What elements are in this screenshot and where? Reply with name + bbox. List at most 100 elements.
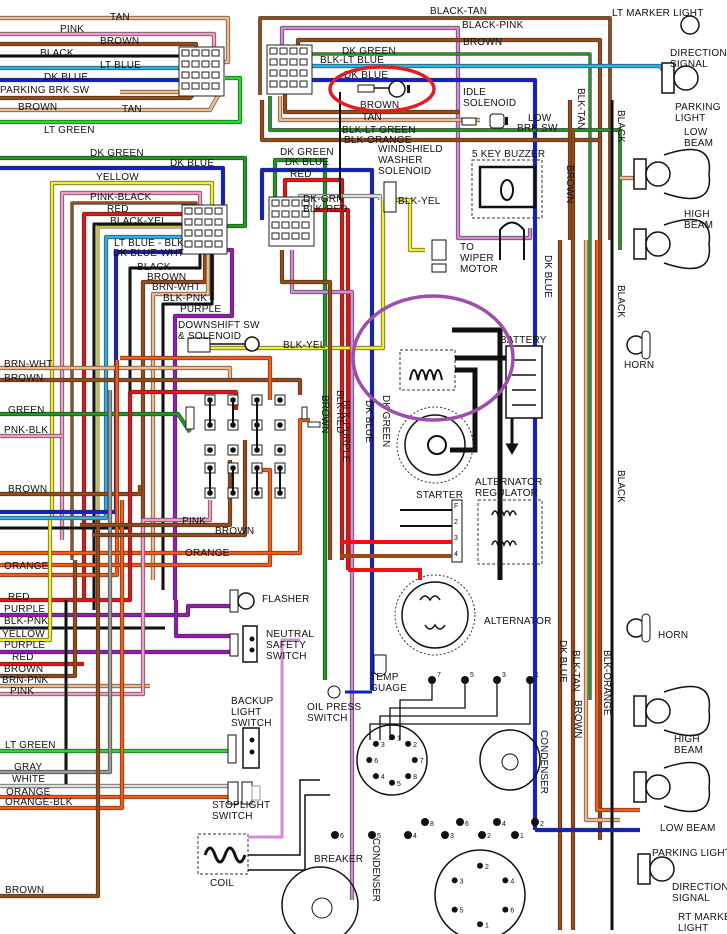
wire-label: DK GREEN <box>280 147 334 158</box>
terminal-post <box>421 818 429 826</box>
bulkhead-connector-1-pin <box>181 60 190 68</box>
distributor-cap-2-pin <box>451 906 458 913</box>
bulkhead-connector-3-pin <box>214 218 223 226</box>
stoplight-plug <box>227 781 239 805</box>
distributor-cap-2-pin <box>502 877 509 884</box>
component-label-idle-solenoid: SOLENOID <box>463 98 516 109</box>
bulkhead-connector-4-pin <box>301 221 310 229</box>
regulator-coil-1 <box>491 510 517 518</box>
wire-orange-1 <box>0 360 119 577</box>
distributor-cap-2-pin-label: 4 <box>510 878 514 885</box>
wire-label: DK GREEN <box>90 148 144 159</box>
bulkhead-connector-1-pin <box>191 82 200 90</box>
wire-purple-1 <box>173 248 234 600</box>
component-label-stoplight: SWITCH <box>212 811 253 822</box>
wire-black-yel-stripe <box>97 226 186 612</box>
distributor-cap-2-pin-label: 3 <box>460 878 464 885</box>
wire-label: BLACK <box>40 48 74 59</box>
wire-label: LT GREEN <box>44 125 95 136</box>
distributor-cap-1-pin <box>405 773 412 780</box>
buzzer-coil <box>500 179 514 201</box>
wire-label-vertical: BROWN <box>564 165 575 203</box>
component-label-neutral-safety: SWITCH <box>266 651 307 662</box>
wire-ltblue-blk <box>0 235 186 520</box>
wire-label: LOW <box>528 113 552 124</box>
wire-dkblue-3 <box>260 168 374 690</box>
wire-tan-3 <box>278 96 480 122</box>
bulkhead-connector-4-pin <box>301 199 310 207</box>
wire-dkgreen-2 <box>273 158 327 680</box>
bulkhead-connector-3-pin <box>194 207 203 215</box>
wire-blk-purple <box>290 250 354 900</box>
distributor-cap-2-pin-label: 6 <box>510 908 514 915</box>
regulator-coil-2 <box>491 540 517 548</box>
terminal-label: 3 <box>450 833 454 840</box>
alternator-red-wire <box>348 568 422 580</box>
lt-low-beam <box>633 148 711 200</box>
buzzer-frame <box>478 165 537 209</box>
wire-label: WHITE <box>12 774 45 785</box>
bulkhead-connector-4-pin <box>281 221 290 229</box>
wire-label: RED <box>8 592 30 603</box>
wire-label: BROWN <box>463 37 502 48</box>
wire-label-vertical: BROWN <box>572 700 583 738</box>
bulkhead-connector-4-pin <box>271 210 280 218</box>
bulkhead-connector-1-pin <box>181 71 190 79</box>
idle-solenoid <box>339 80 410 200</box>
wire-label-vertical: BLK-PURPLE <box>340 400 351 463</box>
alternator <box>348 568 476 656</box>
bulkhead-connector-1-pin <box>211 82 220 90</box>
wire-purple-4 <box>174 600 230 638</box>
wire-label: TAN <box>110 12 130 23</box>
regulator-outline <box>477 499 543 565</box>
wire-label: DK BLUE-WHT <box>113 248 184 259</box>
component-label-lt-marker: LT MARKER LIGHT <box>612 8 704 19</box>
wire-label: RED <box>290 169 312 180</box>
breaker-plate <box>281 866 359 934</box>
oil-press-switch <box>327 685 341 699</box>
rt-high-beam-bulb <box>645 698 671 724</box>
component-label-rt-marker: RT MARKER <box>678 912 727 923</box>
component-label-neutral-safety: NEUTRAL <box>266 629 314 640</box>
fuse-terminal-dot <box>277 422 283 428</box>
wire-ltgreen-1 <box>0 76 242 124</box>
stoplight-switch <box>227 781 261 805</box>
fuse-terminal-dot <box>230 447 236 453</box>
terminal-post <box>478 831 486 839</box>
alternator-outline <box>394 574 476 656</box>
component-label-neutral-safety: SAFETY <box>266 640 306 651</box>
rt-parking-light-bulb <box>649 856 675 882</box>
distributor-cap-1-pin <box>372 740 379 747</box>
downshift-solenoid <box>187 336 260 353</box>
low-brake-switch <box>461 113 508 129</box>
lt-high-beam-bulb <box>645 231 671 257</box>
wire-label-vertical: BLK-TAN <box>570 650 581 692</box>
horn <box>626 613 651 643</box>
wire-label: PINK <box>60 24 84 35</box>
coil-outline <box>197 833 249 875</box>
wire-label-vertical: BROWN <box>319 395 330 433</box>
component-label-parking-r: PARKING LIGHT <box>652 848 727 859</box>
wire-label-vertical: BLK-RED <box>334 390 345 433</box>
terminal-post <box>511 831 519 839</box>
wire-brown-11 <box>283 90 460 114</box>
terminal-label: 6 <box>340 833 344 840</box>
component-label-flasher: FLASHER <box>262 594 310 605</box>
wire-label: ORANGE-BLK <box>5 797 73 808</box>
component-label-high-beam-r: BEAM <box>674 745 703 756</box>
bulkhead-connector-3-pin <box>214 240 223 248</box>
wire-blk-red <box>310 208 350 570</box>
component-label-windshield-washer: WINDSHIELD <box>378 144 443 155</box>
bulkhead-connector-2-pin <box>289 69 298 77</box>
wire-label: BRK SW <box>517 123 558 134</box>
wire-orange-blk <box>0 500 124 810</box>
wire-label: BROWN <box>8 484 47 495</box>
terminal-post <box>368 831 376 839</box>
wire-label-vertical: BLACK <box>615 285 626 318</box>
starter-assembly <box>396 349 510 484</box>
bulkhead-connector-4-pin <box>281 199 290 207</box>
distributor-cap-2-pin-label: 2 <box>485 864 489 871</box>
rt-low-beam-bulb <box>645 774 671 800</box>
wire-label: BROWN <box>147 272 186 283</box>
bulkhead-connector-2-pin <box>279 58 288 66</box>
